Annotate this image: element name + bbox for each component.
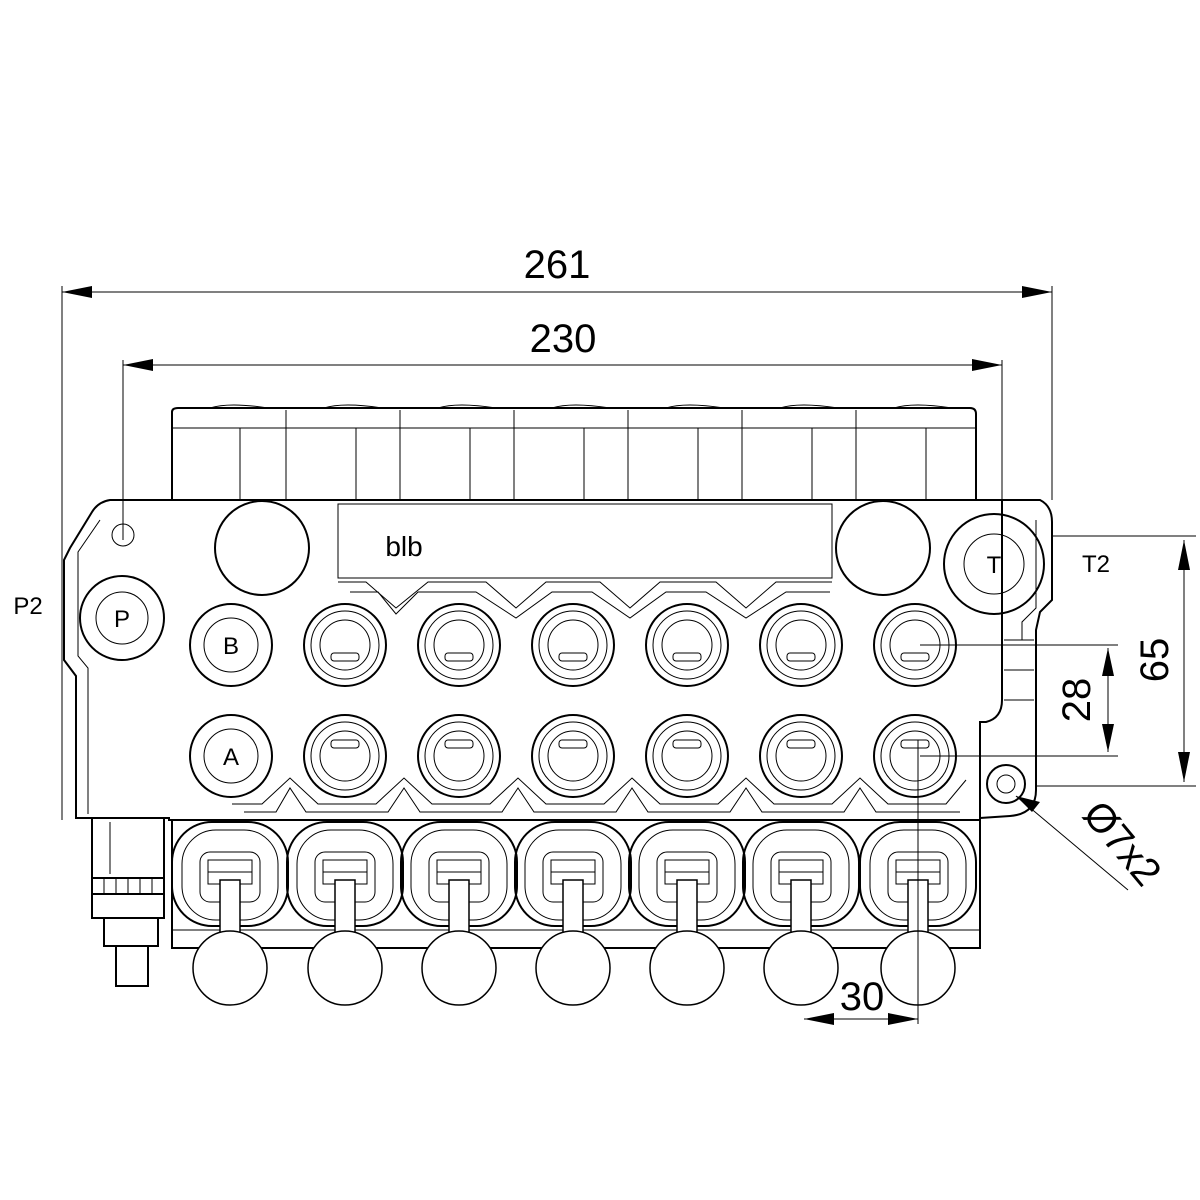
control-lever[interactable] — [514, 821, 632, 1006]
dimension-261-label: 261 — [524, 243, 591, 287]
top-spool-caps — [171, 404, 977, 500]
section-port-a — [531, 714, 615, 798]
port-t2-label: T2 — [1082, 551, 1110, 578]
port-a: A — [189, 714, 273, 798]
section-ports-row-b — [303, 603, 957, 687]
control-lever[interactable] — [628, 821, 746, 1006]
relief-valve — [91, 817, 165, 987]
port-p: P — [79, 575, 165, 661]
section-port-a — [759, 714, 843, 798]
section-port-a — [303, 714, 387, 798]
dimension-230-label: 230 — [530, 317, 597, 361]
section-port-b — [645, 603, 729, 687]
port-b-label: B — [223, 633, 239, 660]
mount-hole-top-left — [111, 523, 135, 547]
section-port-a — [417, 714, 501, 798]
section-port-b — [531, 603, 615, 687]
dimension-mount-hole: Ø7x2 — [1015, 793, 1170, 895]
control-lever[interactable] — [286, 821, 404, 1006]
dimension-30-label: 30 — [840, 975, 885, 1019]
dimension-65: 65 — [1036, 535, 1196, 787]
cap-dividers — [239, 410, 927, 500]
port-b: B — [189, 603, 273, 687]
dimension-65-label: 65 — [1133, 638, 1177, 683]
cap-tops — [209, 404, 953, 409]
section-port-a — [645, 714, 729, 798]
port-t-label: T — [987, 552, 1002, 579]
port-a-label: A — [223, 744, 239, 771]
section-port-b — [303, 603, 387, 687]
section-port-b — [759, 603, 843, 687]
valve-body — [63, 499, 1053, 821]
dimension-28: 28 — [920, 644, 1118, 757]
large-port-left — [214, 500, 310, 596]
control-lever[interactable] — [400, 821, 518, 1006]
section-ports-row-a — [303, 714, 957, 798]
dimension-overall-length: 261 — [61, 243, 1053, 820]
control-lever[interactable] — [171, 821, 289, 1006]
large-port-right — [835, 500, 931, 596]
upper-channel-wave — [338, 581, 832, 609]
dimension-mount-hole-label: Ø7x2 — [1074, 793, 1169, 895]
logo-plate: blb — [337, 503, 833, 579]
mount-hole-bottom-right — [986, 764, 1026, 804]
lower-channel-wave — [232, 777, 967, 805]
control-lever[interactable] — [742, 821, 860, 1006]
port-t: T — [943, 513, 1045, 615]
dimension-28-label: 28 — [1055, 678, 1099, 723]
section-port-b — [417, 603, 501, 687]
dimension-30: 30 — [804, 740, 919, 1025]
dimension-body-length: 230 — [122, 317, 1003, 540]
brand-logo: blb — [385, 531, 422, 562]
port-p-label: P — [114, 606, 130, 633]
port-p2-label: P2 — [13, 593, 42, 620]
